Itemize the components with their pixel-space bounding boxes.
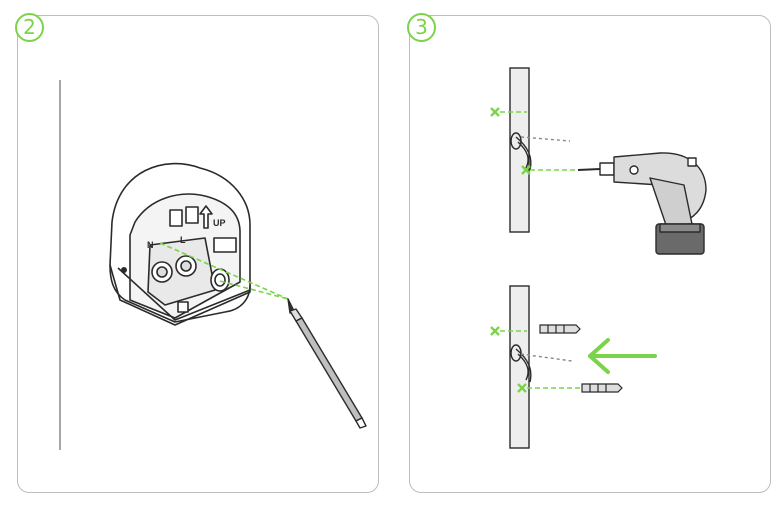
up-label: UP <box>213 218 226 228</box>
terminal-n-label: N <box>147 240 154 250</box>
wall-section-bottom <box>509 285 530 449</box>
drill-icon <box>577 152 707 255</box>
pencil-icon <box>287 298 367 429</box>
drill-guide-lines <box>500 111 580 171</box>
step-number-badge: 2 <box>15 13 44 42</box>
plug-guide-lines <box>500 330 580 389</box>
arrow-left-icon <box>588 338 657 374</box>
mounting-box <box>109 162 251 326</box>
terminal-l-label: L <box>180 235 186 245</box>
wall-plug-icon <box>581 383 623 393</box>
marking-guides <box>159 242 289 300</box>
step-number-badge: 3 <box>407 13 436 42</box>
cross-mark-icon <box>490 326 527 393</box>
cross-mark-icon <box>490 107 531 175</box>
cable-bottom <box>510 344 573 383</box>
wall-plug-icon <box>539 324 581 334</box>
wall-section-top <box>509 67 530 233</box>
step-3-panel <box>409 15 771 493</box>
